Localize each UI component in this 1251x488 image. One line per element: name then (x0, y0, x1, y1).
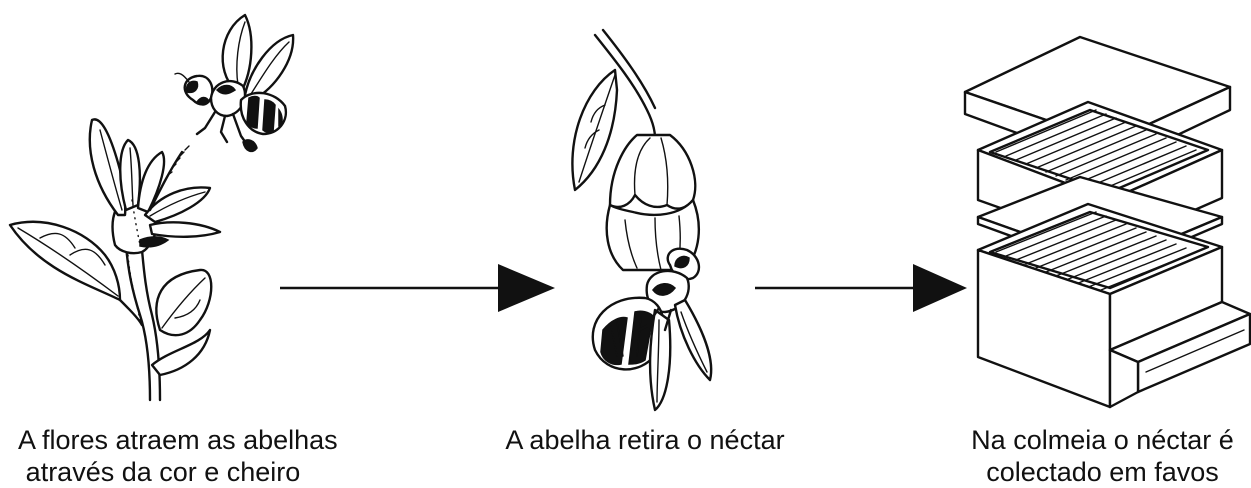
step-1-caption-line1: A flores atraem as abelhas (18, 424, 308, 456)
step-3-caption-line2: colectado em favos (960, 456, 1245, 488)
arrow-right-icon (755, 258, 970, 318)
step-2-caption-line1: A abelha retira o néctar (490, 424, 800, 456)
step-3-caption: Na colmeia o néctar é colectado em favos (960, 424, 1245, 488)
step-1-caption: A flores atraem as abelhas através da co… (18, 424, 308, 488)
beehive-box-illustration (960, 32, 1250, 412)
step-2-caption: A abelha retira o néctar (490, 424, 800, 456)
arrow-right-icon (280, 258, 560, 318)
step-3-caption-line1: Na colmeia o néctar é (960, 424, 1245, 456)
flower-and-bee-illustration (0, 0, 300, 410)
step-1-caption-line2: através da cor e cheiro (18, 456, 308, 488)
bee-on-flower-illustration (555, 30, 745, 430)
